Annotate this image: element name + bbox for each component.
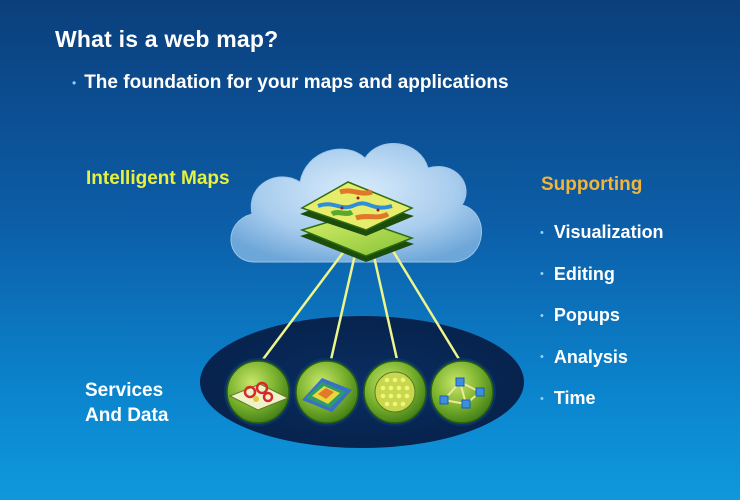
subtitle: The foundation for your maps and applica… <box>84 72 509 93</box>
supporting-item-time: Time <box>553 388 596 409</box>
supporting-item-popups: Popups <box>553 305 620 326</box>
list-item: • Visualization <box>540 212 664 254</box>
bullet-icon: • <box>540 392 544 405</box>
map-layers-icon <box>299 181 415 262</box>
bullet-icon: • <box>72 76 77 90</box>
bullet-icon: • <box>540 268 544 281</box>
supporting-list: • Visualization • Editing • Popups • Analysi… <box>540 212 664 420</box>
bullet-icon: • <box>540 309 544 322</box>
list-item: • Time <box>540 378 664 420</box>
raster-service-icon <box>293 358 361 426</box>
bullet-icon: • <box>540 226 544 239</box>
grid-points-service-icon <box>361 358 429 426</box>
list-item: • Editing <box>540 254 664 296</box>
supporting-item-visualization: Visualization <box>553 222 664 243</box>
services-label: Services And Data <box>85 378 168 428</box>
services-label-line1: Services <box>85 380 164 401</box>
intelligent-maps-label: Intelligent Maps <box>86 168 230 189</box>
supporting-item-analysis: Analysis <box>553 346 628 367</box>
slide-title: What is a web map? <box>55 26 279 52</box>
services-label-line2: And Data <box>85 405 169 426</box>
list-item: • Popups <box>540 295 664 337</box>
supporting-heading: Supporting <box>541 174 643 195</box>
bullet-icon: • <box>540 351 544 364</box>
supporting-item-editing: Editing <box>553 263 615 284</box>
subtitle-row: • The foundation for your maps and appli… <box>72 72 509 94</box>
map-points-service-icon <box>224 358 292 426</box>
connector-lines <box>257 245 464 367</box>
list-item: • Analysis <box>540 337 664 379</box>
network-service-icon <box>428 358 496 426</box>
